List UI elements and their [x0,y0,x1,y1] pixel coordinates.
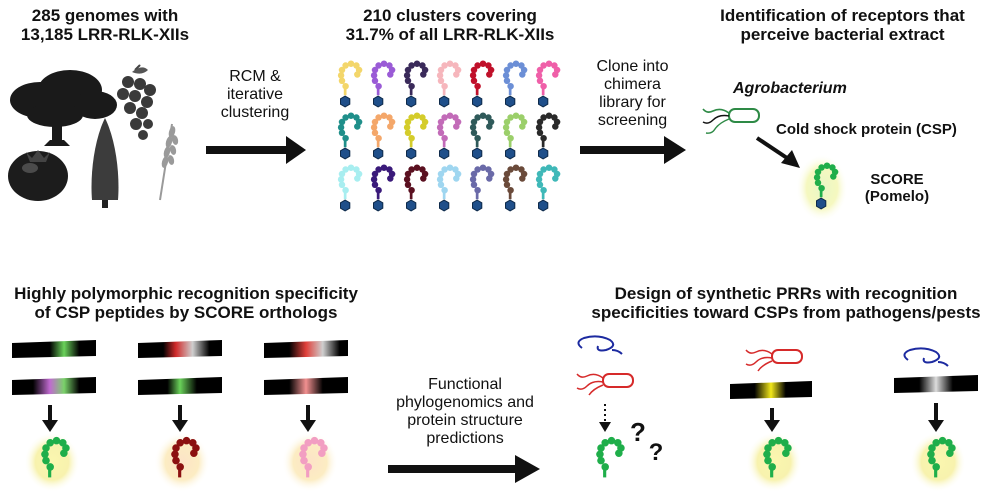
identification-heading: Identification of receptors that perceiv… [690,6,995,44]
ortholog-receptor [171,436,200,478]
functional-label: Functional phylogenomics and protein str… [390,376,540,448]
polymorphic-panel-1 [12,340,96,432]
cluster-receptor [337,112,363,160]
cluster-receptor [436,112,462,160]
cluster-receptor [436,60,462,108]
identification-heading-line2: perceive bacterial extract [740,25,945,45]
cluster-receptor [469,164,495,212]
agrobacterium-cell [702,108,760,134]
functional-label-line2: phylogenomics and [396,393,534,411]
cluster-receptor [370,112,396,160]
cluster-receptor [370,60,396,108]
polymorphic-heading-line1: Highly polymorphic recognition specifici… [14,284,358,303]
bottom-receptors [24,432,966,492]
cluster-receptor [502,112,528,160]
score-label: SCORE (Pomelo) [852,171,942,206]
design-heading: Design of synthetic PRRs with recognitio… [572,284,1000,322]
csp-label: Cold shock protein (CSP) [776,121,957,138]
clusters-heading-line2: 31.7% of all LRR-RLK-XIIs [345,25,555,45]
rcm-label: RCM & iterative clustering [200,68,310,122]
genomes-heading-line1: 285 genomes with [31,6,179,25]
agrobacterium-label: Agrobacterium [733,80,847,97]
clone-label-line1: Clone into [596,58,669,75]
cluster-receptor [535,164,561,212]
question-mark-1: ? [630,417,646,447]
polymorphic-panel-3 [264,340,348,432]
cluster-receptor [469,112,495,160]
question-mark-2: ? [648,439,664,466]
cluster-grid [337,60,561,212]
cluster-receptor [436,164,462,212]
score-label-line2: (Pomelo) [864,187,930,205]
cluster-receptor [469,60,495,108]
cluster-receptor [403,60,429,108]
design-heading-line1: Design of synthetic PRRs with recognitio… [614,284,958,303]
cluster-receptor [502,164,528,212]
design-panel-2 [730,349,812,432]
cluster-receptor [337,164,363,212]
cluster-receptor [535,112,561,160]
functional-label-line3: protein structure [407,411,523,429]
rcm-label-line3: clustering [220,103,290,121]
ortholog-receptor [41,436,70,478]
arrow-clone [580,136,686,164]
ortholog-receptor [763,436,792,478]
ortholog-receptor [596,436,625,478]
cluster-receptor [535,60,561,108]
clone-label-line4: screening [597,111,668,129]
cluster-receptor [403,112,429,160]
score-receptor-shape [813,162,839,210]
arrow-rcm [206,136,306,164]
cluster-receptor [403,164,429,212]
clone-label-line3: library for [599,93,666,111]
rcm-label-line2: iterative [226,85,284,103]
clusters-heading-line1: 210 clusters covering [363,6,537,25]
grape-silhouette [117,64,156,140]
design-panel-1 [576,335,634,432]
design-heading-line2: specificities toward CSPs from pathogens… [591,303,981,323]
cluster-receptor [337,60,363,108]
arrow-functional [388,455,540,483]
tree-silhouette [10,70,117,146]
clusters-heading: 210 clusters covering 31.7% of all LRR-R… [300,6,600,44]
genomes-heading-line2: 13,185 LRR-RLK-XIIs [20,25,190,45]
polymorphic-heading: Highly polymorphic recognition specifici… [0,284,372,322]
score-receptor [796,154,848,222]
functional-label-line4: predictions [426,429,504,447]
rcm-label-line1: RCM & [229,68,281,85]
design-panel-3 [894,347,978,432]
cluster-receptor [502,60,528,108]
functional-label-line1: Functional [428,376,502,393]
ortholog-receptor [299,436,328,478]
tomato-silhouette [8,150,68,201]
arrow-csp [755,136,800,168]
wheat-silhouette [159,123,179,201]
polymorphic-heading-line2: of CSP peptides by SCORE orthologs [34,303,338,323]
genomes-heading: 285 genomes with 13,185 LRR-RLK-XIIs [0,6,210,44]
cluster-receptor [370,164,396,212]
score-label-line1: SCORE [870,171,924,188]
conifer-silhouette [91,118,119,208]
ortholog-receptor [927,436,956,478]
plant-silhouettes [8,64,179,208]
clone-label-line2: chimera [604,75,661,93]
identification-heading-line1: Identification of receptors that [720,6,965,25]
polymorphic-panel-2 [138,340,222,432]
clone-label: Clone into chimera library for screening [575,58,690,130]
